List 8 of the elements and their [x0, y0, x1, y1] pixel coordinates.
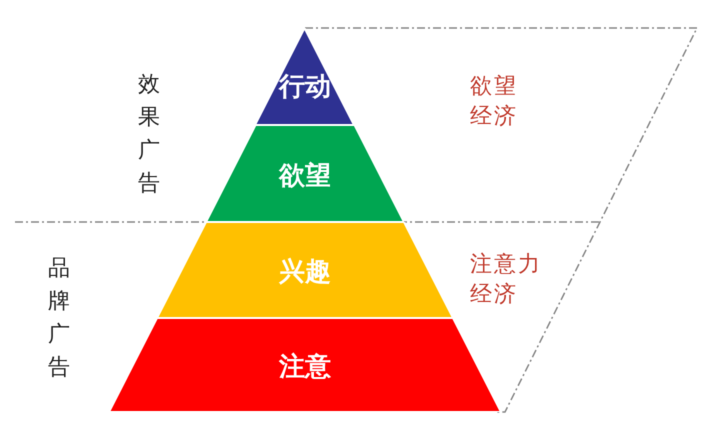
- side-note: 欲望经济: [470, 73, 518, 131]
- side-heading: 品牌广告: [48, 255, 71, 382]
- band-label: 欲望: [278, 160, 332, 192]
- band-label: 行动: [278, 70, 332, 104]
- side-heading: 效果广告: [138, 71, 161, 198]
- side-note: 注意力经济: [470, 251, 542, 309]
- band-label: 注意: [278, 351, 332, 384]
- band-label: 兴趣: [278, 256, 332, 289]
